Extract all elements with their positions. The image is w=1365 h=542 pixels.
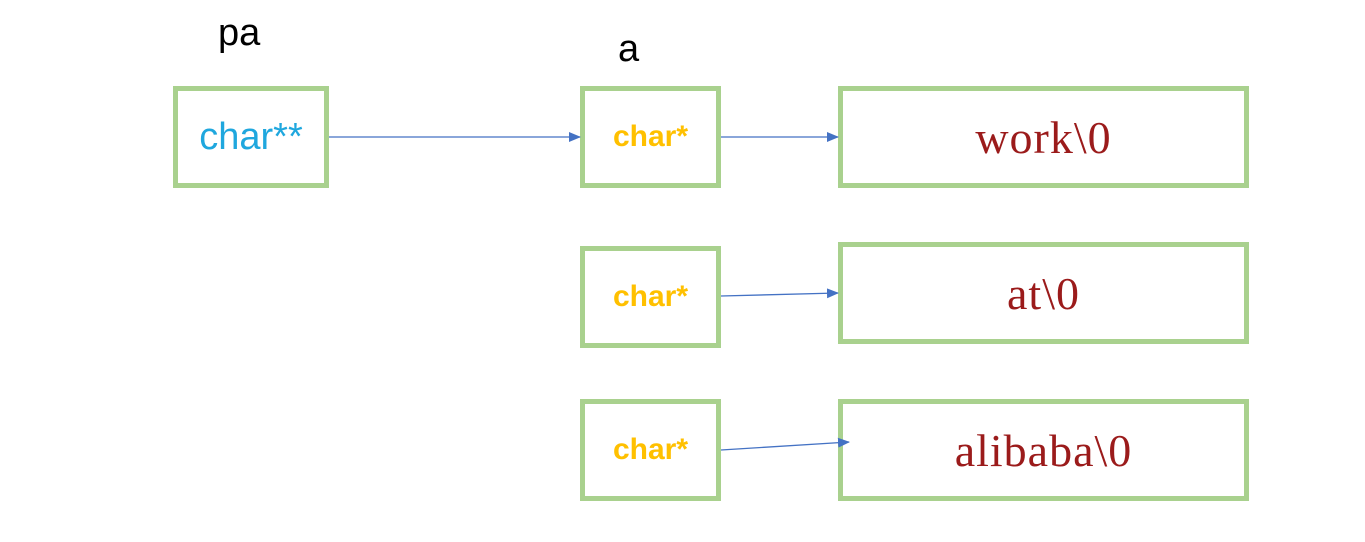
pointer-type-3: char* [612, 433, 689, 466]
string-value-1: work\0 [975, 111, 1112, 163]
arrow-a2-to-alibaba [720, 437, 850, 451]
pointer-type-1: char* [612, 120, 689, 153]
string-box-3: alibaba\0 [838, 399, 1249, 501]
pointer-box-1: char* [580, 86, 721, 188]
string-box-2: at\0 [838, 242, 1249, 344]
string-value-2: at\0 [1007, 267, 1080, 319]
pointer-box-3: char* [580, 399, 721, 501]
string-value-3: alibaba\0 [954, 424, 1133, 476]
pointer-to-pointer-type: char** [199, 115, 303, 158]
pointer-type-2: char* [612, 280, 689, 313]
pointer-box-2: char* [580, 246, 721, 348]
pointer-to-pointer-box: char** [173, 86, 329, 188]
label-a: a [618, 28, 640, 70]
string-box-1: work\0 [838, 86, 1249, 188]
arrow-a1-to-at [720, 288, 839, 299]
label-pa: pa [218, 12, 261, 54]
